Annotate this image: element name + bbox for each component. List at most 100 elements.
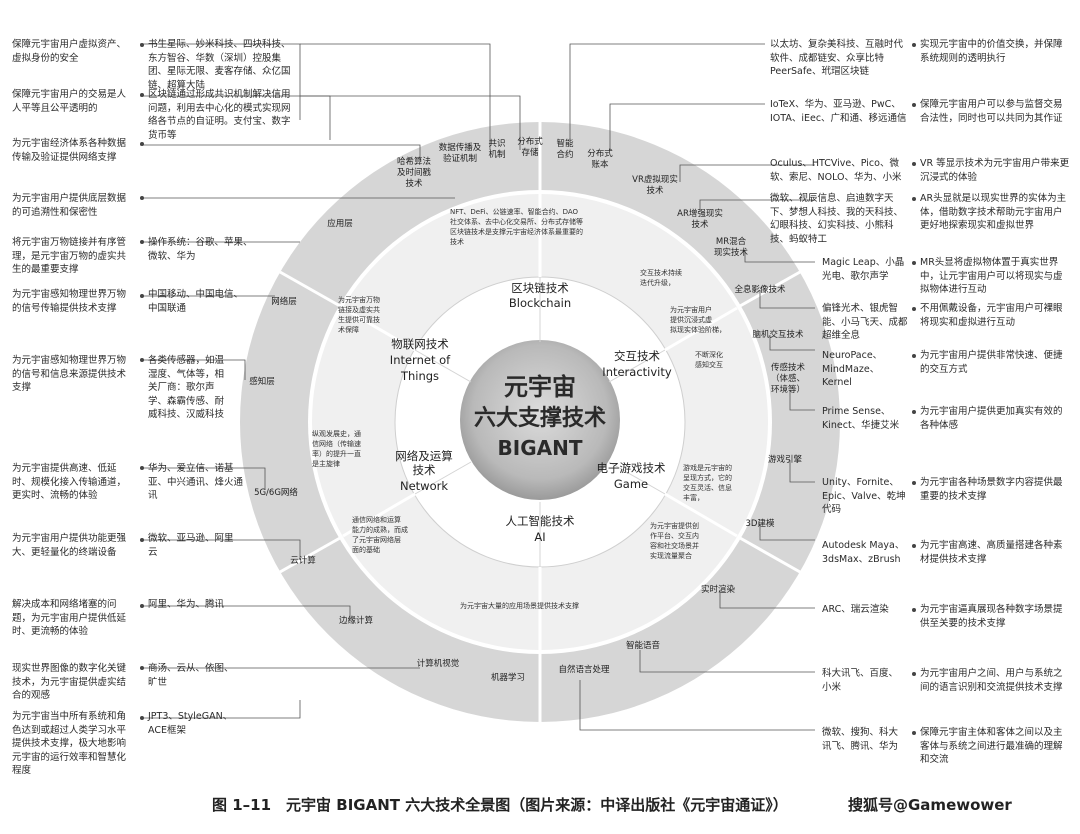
right-company-6: 偏锋光术、银虎智能、小马飞天、成都超维全息 xyxy=(822,303,908,341)
right-company-10: Autodesk Maya、3dsMax、zBrush xyxy=(822,540,905,565)
left-company-2: 区块链通过形成共识机制解决信用问题，利用去中心化的模式实现网络各节点的自证明。支… xyxy=(148,89,291,141)
inner-interactivity-cn: 交互技术 xyxy=(614,349,660,363)
left-note-5: 将元宇宙万物链接并有序管理，是元宇宙万物的虚实共生的最重要支撑 xyxy=(12,237,127,275)
bullet-dot xyxy=(912,731,916,735)
ring-app: 应用层 xyxy=(327,218,353,229)
inner-network-cn-2: 技术 xyxy=(413,463,436,477)
note-ai: 为元宇宙大量的应用场景提供技术支撑 xyxy=(460,601,579,610)
ring-contract-1: 智能 xyxy=(556,138,574,149)
note-game2-1: 为元宇宙提供创 xyxy=(650,521,699,530)
right-note-1: 实现元宇宙中的价值交换，并保障系统规则的透明执行 xyxy=(920,39,1063,64)
note-top-3: 区块链技术是支撑元宇宙经济体系最重要的 xyxy=(450,227,583,236)
note-inter2-2: 提供沉浸式虚 xyxy=(670,315,712,324)
watermark: 搜狐号@Gamewower xyxy=(848,796,1012,814)
note-top-2: 社交体系、去中心化交易所、分布式存储等 xyxy=(450,217,583,226)
ring-perception: 感知层 xyxy=(249,376,275,387)
right-company-13: 微软、搜狗、科大讯飞、腾讯、华为 xyxy=(822,727,899,752)
note-net2-3: 了元宇宙网络层 xyxy=(352,535,401,544)
ring-dataprop-1: 数据传播及 xyxy=(439,142,482,153)
ring-consensus-1: 共识 xyxy=(488,139,505,149)
right-company-8: Prime Sense、Kinect、华捷艾米 xyxy=(822,406,900,431)
note-net1-3: 率）的提升一直 xyxy=(312,449,361,458)
note-inter2-3: 拟现实体验阶梯， xyxy=(670,325,726,334)
inner-game-cn: 电子游戏技术 xyxy=(597,461,666,475)
bullet-dot xyxy=(140,716,144,720)
inner-network-cn-1: 网络及运算 xyxy=(395,449,453,463)
bullet-dot xyxy=(912,197,916,201)
ring-sensor-1: 传感技术 xyxy=(771,362,806,373)
ring-mr-2: 现实技术 xyxy=(714,247,749,258)
center-title-1: 元宇宙 xyxy=(504,373,576,401)
left-note-10: 解决成本和网络堵塞的问题，为元宇宙用户提供低延时、更流畅的体验 xyxy=(12,599,127,637)
note-net1-1: 纵观发展史，通 xyxy=(312,429,361,438)
ring-hash-2: 及时间戳 xyxy=(397,167,432,178)
note-inter2-1: 为元宇宙用户 xyxy=(670,305,712,314)
ring-bci: 脑机交互技术 xyxy=(752,329,804,340)
note-game2-3: 容和社交场景并 xyxy=(650,541,699,550)
left-note-3: 为元宇宙经济体系各种数据传输及验证提供网络支撑 xyxy=(12,138,127,163)
right-company-7: NeuroPace、MindMaze、Kernel xyxy=(822,350,883,388)
bullet-dot xyxy=(912,481,916,485)
right-note-6: 不用佩戴设备，元宇宙用户可裸眼将现实和虚拟进行互动 xyxy=(920,303,1063,328)
bullet-dot xyxy=(140,294,144,298)
note-iot-3: 生提供可靠技 xyxy=(338,315,380,324)
left-company-1: 书生星际、妙米科技、四块科技、东方智谷、华数（深圳）控股集团、星际无限、麦客存储… xyxy=(148,39,291,91)
inner-blockchain-cn: 区块链技术 xyxy=(511,281,569,295)
right-note-5: MR头显将虚拟物体置于真实世界中，让元宇宙用户可以将现实与虚拟物体进行互动 xyxy=(920,257,1063,295)
ring-hash-1: 哈希算法 xyxy=(397,156,431,167)
bullet-dot xyxy=(140,358,144,362)
ring-dstorage-1: 分布式 xyxy=(517,136,543,147)
note-inter3-2: 感知交互 xyxy=(695,360,723,369)
right-note-8: 为元宇宙用户提供更加真实有效的各种体感 xyxy=(920,406,1063,431)
left-note-9: 为元宇宙用户提供功能更强大、更轻量化的终端设备 xyxy=(12,533,127,558)
note-net2-2: 能力的成熟，而成 xyxy=(352,525,408,534)
ring-dstorage-2: 存储 xyxy=(521,147,539,158)
left-note-2: 保障元宇宙用户的交易是人人平等且公平透明的 xyxy=(12,89,127,114)
left-note-12: 为元宇宙当中所有系统和角色达到或超过人类学习水平提供技术支撑，极大地影响元宇宙的… xyxy=(12,711,127,776)
bullet-dot xyxy=(912,354,916,358)
note-inter1-1: 交互技术持续 xyxy=(640,268,682,277)
bullet-dot xyxy=(140,538,144,542)
right-note-2: 保障元宇宙用户可以参与监督交易合法性，同时也可以共同为其作证 xyxy=(920,99,1063,124)
right-company-1: 以太坊、复杂美科技、互融时代软件、成都链安、众享比特PeerSafe、玳瑁区块链 xyxy=(770,39,904,77)
right-note-9: 为元宇宙各种场景数字内容提供最重要的技术支撑 xyxy=(920,477,1063,502)
note-iot-4: 术保障 xyxy=(338,325,359,334)
bullet-dot xyxy=(140,196,144,200)
bullet-dot xyxy=(912,544,916,548)
figure-caption: 图 1–11 元宇宙 BIGANT 六大技术全景图（图片来源：中译出版社《元宇宙… xyxy=(212,796,788,814)
ring-vr-2: 技术 xyxy=(646,185,664,196)
bullet-dot xyxy=(140,93,144,97)
right-note-7: 为元宇宙用户提供非常快速、便捷的交互方式 xyxy=(920,350,1063,375)
note-game2-4: 实现流量聚合 xyxy=(650,551,692,560)
right-company-4: 微软、视辰信息、启迪数字天下、梦想人科技、我的天科技、幻眼科技、幻实科技、小熊科… xyxy=(770,193,904,245)
ring-consensus-2: 机制 xyxy=(488,149,505,160)
note-net2-4: 面的基础 xyxy=(352,545,380,554)
ring-mr-1: MR混合 xyxy=(716,236,747,247)
right-company-3: Oculus、HTCVive、Pico、微软、索尼、NOLO、华为、小米 xyxy=(770,158,902,183)
ring-hash-3: 技术 xyxy=(405,178,423,189)
note-game2-2: 作平台、交互内 xyxy=(650,531,699,540)
right-company-12: 科大讯飞、百度、小米 xyxy=(822,668,899,693)
inner-iot-en-1: Internet of xyxy=(390,353,451,367)
inner-ai-cn: 人工智能技术 xyxy=(506,514,575,528)
left-company-10: JPT3、StyleGAN、ACE框架 xyxy=(148,711,233,736)
ring-ledger-2: 账本 xyxy=(591,159,609,170)
inner-game-en: Game xyxy=(614,477,648,491)
bullet-dot xyxy=(140,142,144,146)
left-company-5: 各类传感器，如温湿度、气体等，相关厂商：歌尔声学、森霸传感、耐威科技、汉威科技 xyxy=(148,355,225,420)
ring-3d: 3D建模 xyxy=(746,518,775,529)
ring-voice: 智能语音 xyxy=(626,640,661,651)
left-note-7: 为元宇宙感知物理世界万物的信号和信息来源提供技术支撑 xyxy=(12,355,127,393)
center-title-2: 六大支撑技术 xyxy=(474,406,606,431)
right-company-2: IoTeX、华为、亚马逊、PwC、IOTA、iEec、广和通、移远通信 xyxy=(770,99,907,124)
left-note-4: 为元宇宙用户提供底层数据的可追溯性和保密性 xyxy=(12,193,127,218)
right-note-13: 保障元宇宙主体和客体之间以及主客体与系统之间进行最准确的理解和交流 xyxy=(920,727,1063,765)
inner-iot-en-2: Things xyxy=(400,369,439,383)
inner-interactivity-en: Interactivity xyxy=(602,365,672,379)
note-iot-2: 链接及虚实共 xyxy=(338,305,380,314)
center-title-3: BIGANT xyxy=(498,436,583,460)
right-company-5: Magic Leap、小晶光电、歌尔声学 xyxy=(822,257,905,282)
note-game1-1: 游戏是元宇宙的 xyxy=(683,463,732,472)
inner-iot-cn: 物联网技术 xyxy=(391,337,449,351)
